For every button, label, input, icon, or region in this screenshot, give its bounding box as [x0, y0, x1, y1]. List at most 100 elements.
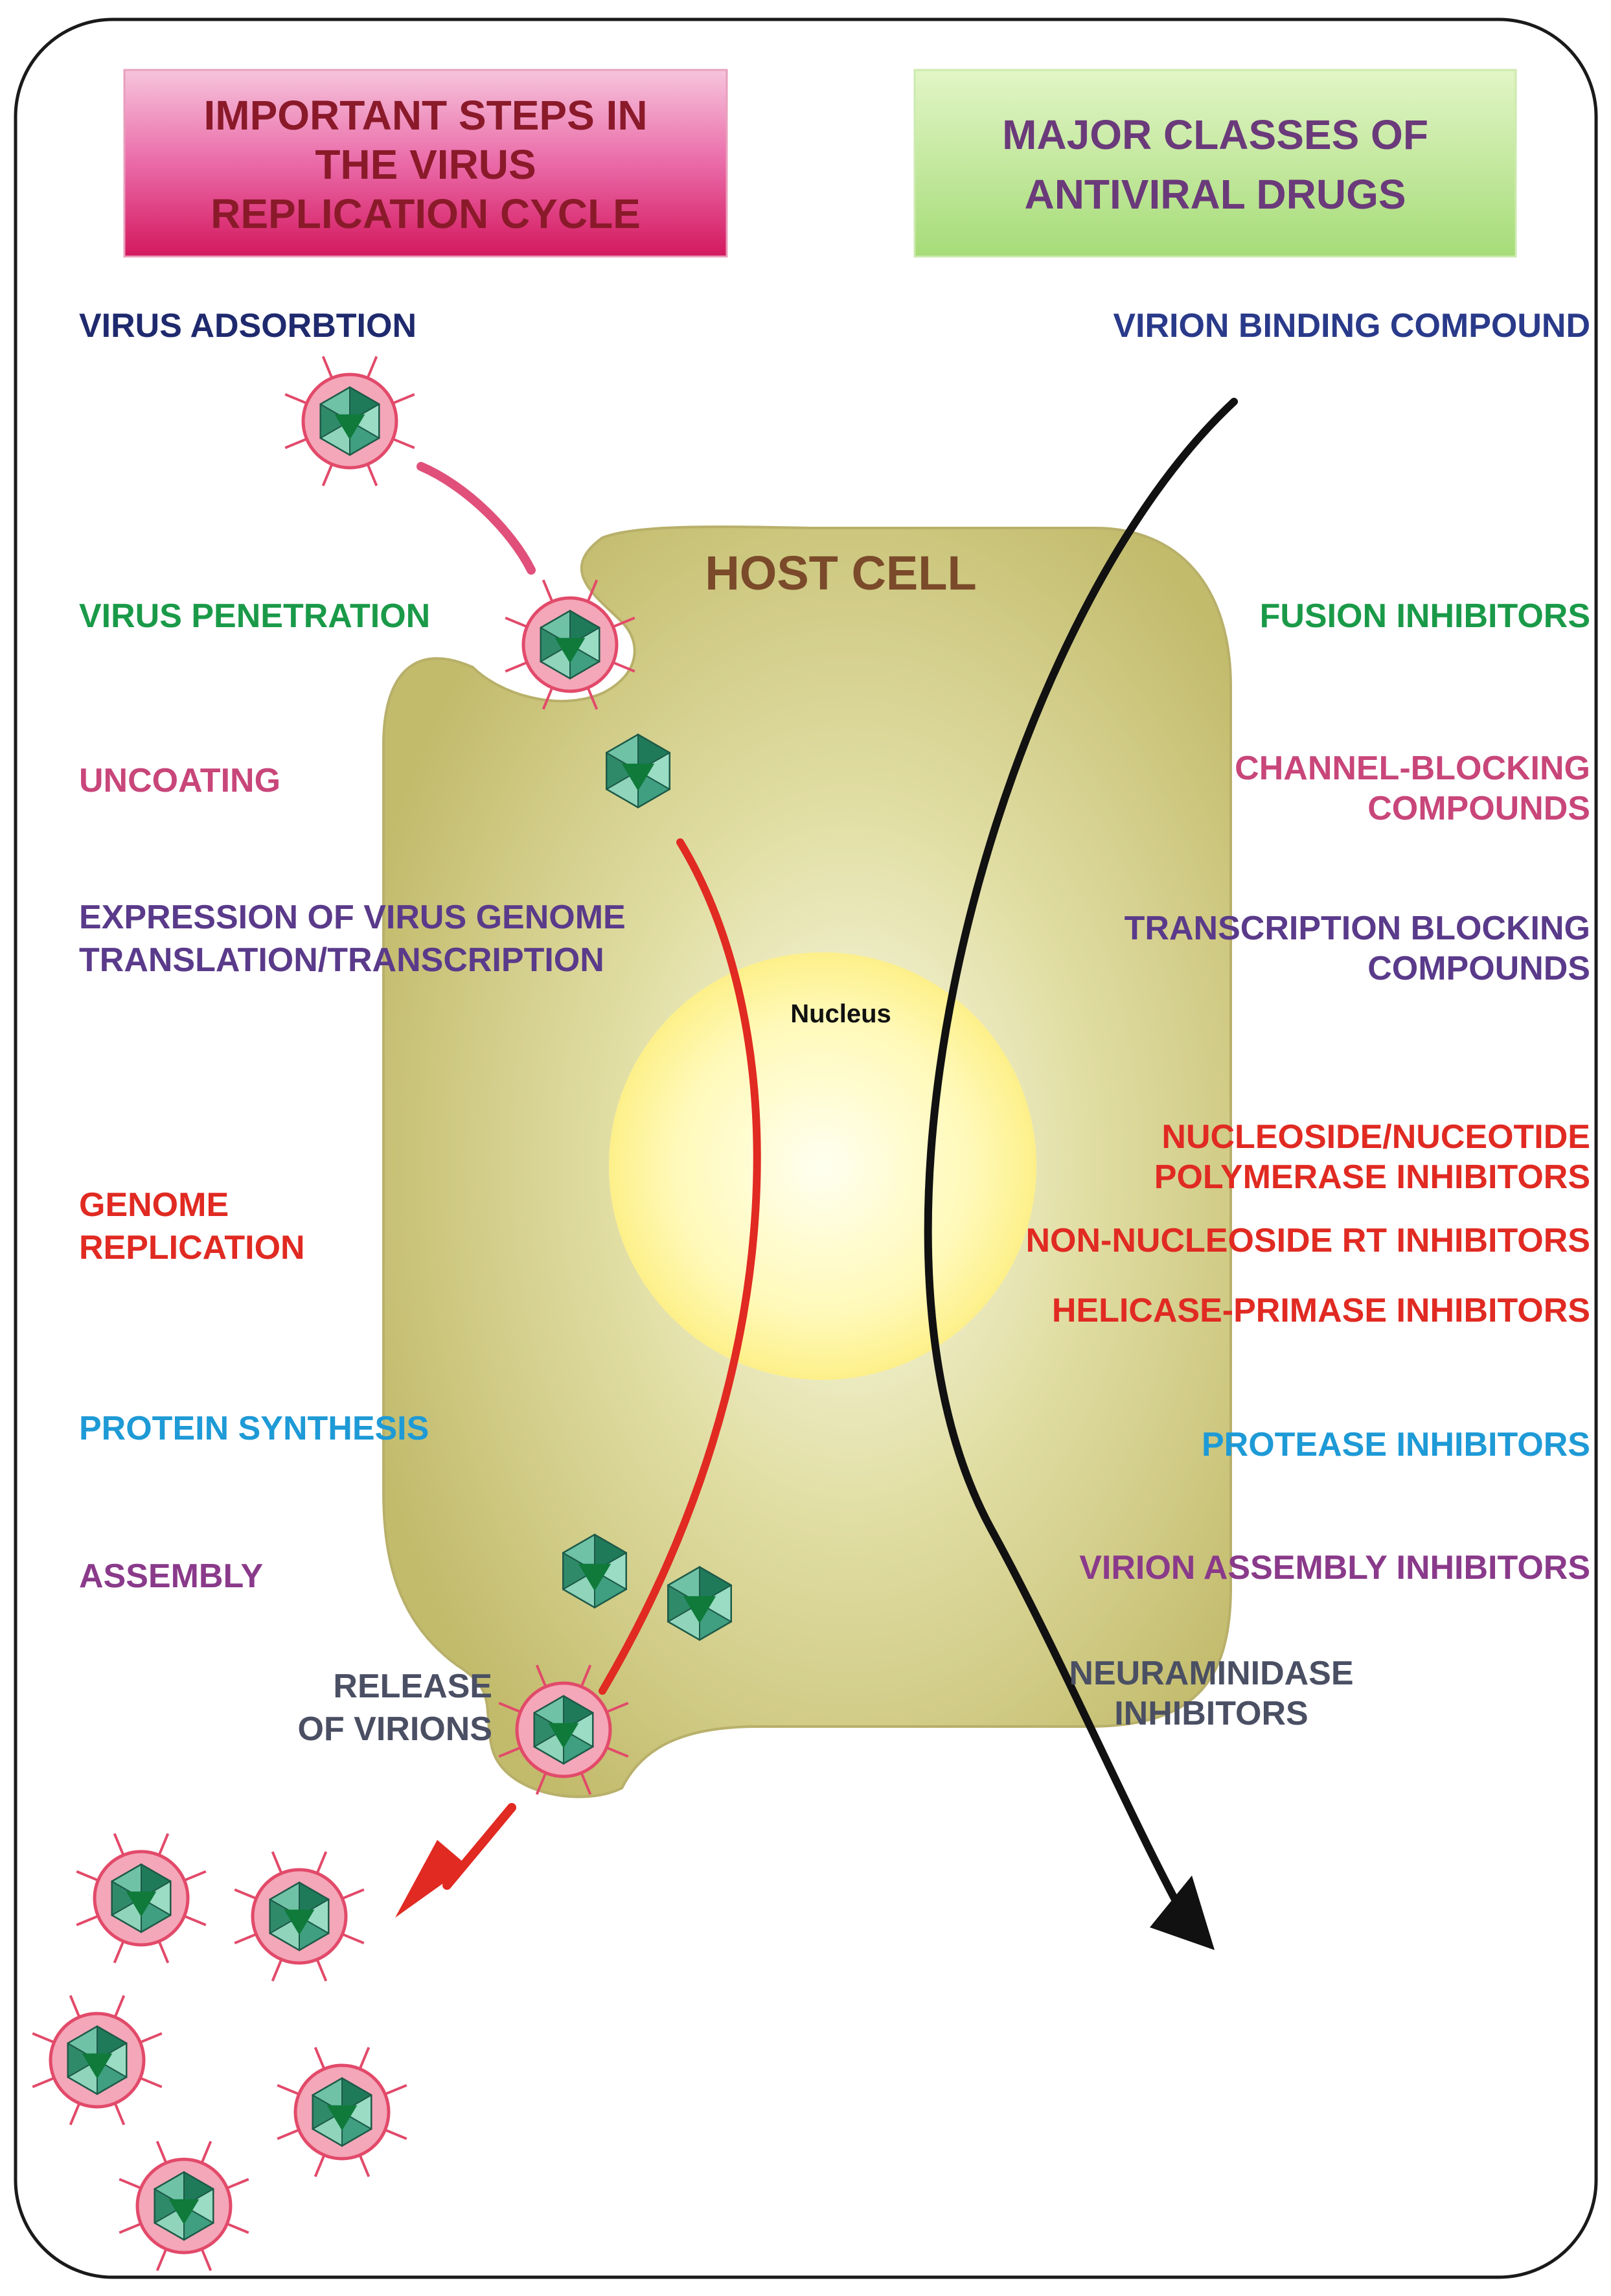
drug-class-label: HELICASE-PRIMASE INHIBITORS: [1052, 1292, 1590, 1329]
spike: [611, 616, 635, 629]
spike: [321, 462, 334, 487]
spike: [315, 1957, 328, 1982]
label-line: VIRION BINDING COMPOUND: [1113, 307, 1590, 345]
host-cell-label: HOST CELL: [705, 546, 976, 600]
label-line: GENOME: [79, 1186, 229, 1224]
capsid-core: [126, 1891, 157, 1917]
capsid-core: [548, 1723, 579, 1749]
capsid-facet: [182, 2188, 214, 2224]
adsorption-path: [417, 462, 536, 575]
capsid-facet: [348, 403, 380, 439]
naked-capsid: [562, 1533, 628, 1609]
spike: [498, 1745, 523, 1758]
spike: [76, 1870, 100, 1883]
spike: [586, 685, 599, 710]
spike: [200, 2141, 212, 2165]
spike: [535, 1771, 548, 1795]
spike: [358, 2047, 371, 2071]
spike: [535, 1664, 548, 1689]
spike: [225, 2221, 249, 2234]
spike: [604, 1701, 629, 1714]
drug-arrow: [924, 398, 1238, 1934]
step-label: VIRUS PENETRATION: [79, 597, 430, 635]
spike: [391, 437, 415, 450]
label-line: ASSEMBLY: [79, 1557, 263, 1595]
capsid-core: [284, 1909, 315, 1935]
spike: [32, 2032, 56, 2045]
capsid-facet: [340, 2094, 372, 2130]
naked-capsid: [605, 733, 671, 809]
spike: [271, 1851, 284, 1876]
spike: [383, 2128, 407, 2141]
capsid-facet: [636, 752, 670, 790]
label-line: TRANSCRIPTION BLOCKING: [1125, 910, 1590, 947]
label-line: COMPOUNDS: [1367, 790, 1590, 827]
spike: [542, 579, 554, 604]
drug-arrowhead: [1150, 1876, 1215, 1950]
capsid-facet: [568, 626, 600, 663]
spike: [314, 2047, 326, 2071]
capsid-facet: [698, 1584, 732, 1623]
spike: [340, 1932, 365, 1945]
label-line: CHANNEL-BLOCKING: [1235, 750, 1590, 787]
drug-class-label: FUSION INHIBITORS: [1260, 597, 1590, 635]
label-line: NON-NUCLEOSIDE RT INHIBITORS: [1025, 1222, 1590, 1259]
spike: [321, 356, 334, 380]
label-line: TRANSLATION/TRANSCRIPTION: [79, 941, 604, 979]
label-line: FUSION INHIBITORS: [1260, 597, 1590, 635]
step-label: VIRUS ADSORBTION: [79, 307, 417, 345]
enveloped-virion: [119, 2141, 249, 2271]
capsid-facet: [562, 1712, 594, 1748]
spike: [225, 2177, 249, 2190]
spike: [505, 616, 529, 629]
spike: [155, 2141, 168, 2165]
label-line: REPLICATION CYCLE: [211, 190, 641, 237]
enveloped-virion: [498, 1664, 629, 1795]
spike: [234, 1932, 258, 1945]
enveloped-virion: [32, 1995, 163, 2126]
step-label: ASSEMBLY: [79, 1557, 263, 1595]
label-line: OF VIRIONS: [298, 1710, 492, 1748]
enveloped-virion: [234, 1851, 365, 1982]
label-line: NEURAMINIDASE: [1069, 1655, 1353, 1692]
label-line: THE VIRUS: [315, 141, 536, 188]
spike: [340, 1888, 365, 1901]
label-line: ANTIVIRAL DRUGS: [1024, 171, 1406, 218]
spike: [157, 1833, 170, 1857]
capsid-core: [621, 763, 655, 791]
spike: [32, 2076, 56, 2089]
spike: [182, 1870, 207, 1883]
capsid-core: [82, 2053, 113, 2079]
capsid-core: [683, 1596, 716, 1624]
label-line: VIRUS ADSORBTION: [79, 307, 417, 345]
capsid-core: [168, 2199, 200, 2225]
label-line: PROTEASE INHIBITORS: [1202, 1426, 1590, 1464]
spike: [271, 1957, 284, 1982]
spike: [365, 356, 378, 380]
drug-class-label: NON-NUCLEOSIDE RT INHIBITORS: [1025, 1222, 1590, 1259]
spike: [119, 2221, 143, 2234]
spike: [113, 1833, 126, 1857]
step-label: UNCOATING: [79, 762, 280, 799]
capsid-core: [326, 2105, 358, 2131]
spike: [498, 1701, 523, 1714]
label-line: COMPOUNDS: [1367, 950, 1590, 987]
nucleus-label: Nucleus: [790, 1000, 891, 1028]
label-line: MAJOR CLASSES OF: [1002, 111, 1428, 158]
label-line: RELEASE: [333, 1668, 492, 1705]
spike: [113, 1939, 126, 1964]
spike: [579, 1664, 592, 1689]
label-line: HELICASE-PRIMASE INHIBITORS: [1052, 1292, 1590, 1329]
label-line: UNCOATING: [79, 762, 280, 799]
antiviral-drug-classes: VIRION BINDING COMPOUND FUSION INHIBITORS…: [1025, 307, 1590, 1732]
spike: [157, 1939, 170, 1964]
label-line: VIRION ASSEMBLY INHIBITORS: [1079, 1549, 1590, 1587]
capsid-core: [554, 637, 586, 663]
naked-capsid: [667, 1566, 733, 1641]
capsid-facet: [95, 2042, 128, 2078]
